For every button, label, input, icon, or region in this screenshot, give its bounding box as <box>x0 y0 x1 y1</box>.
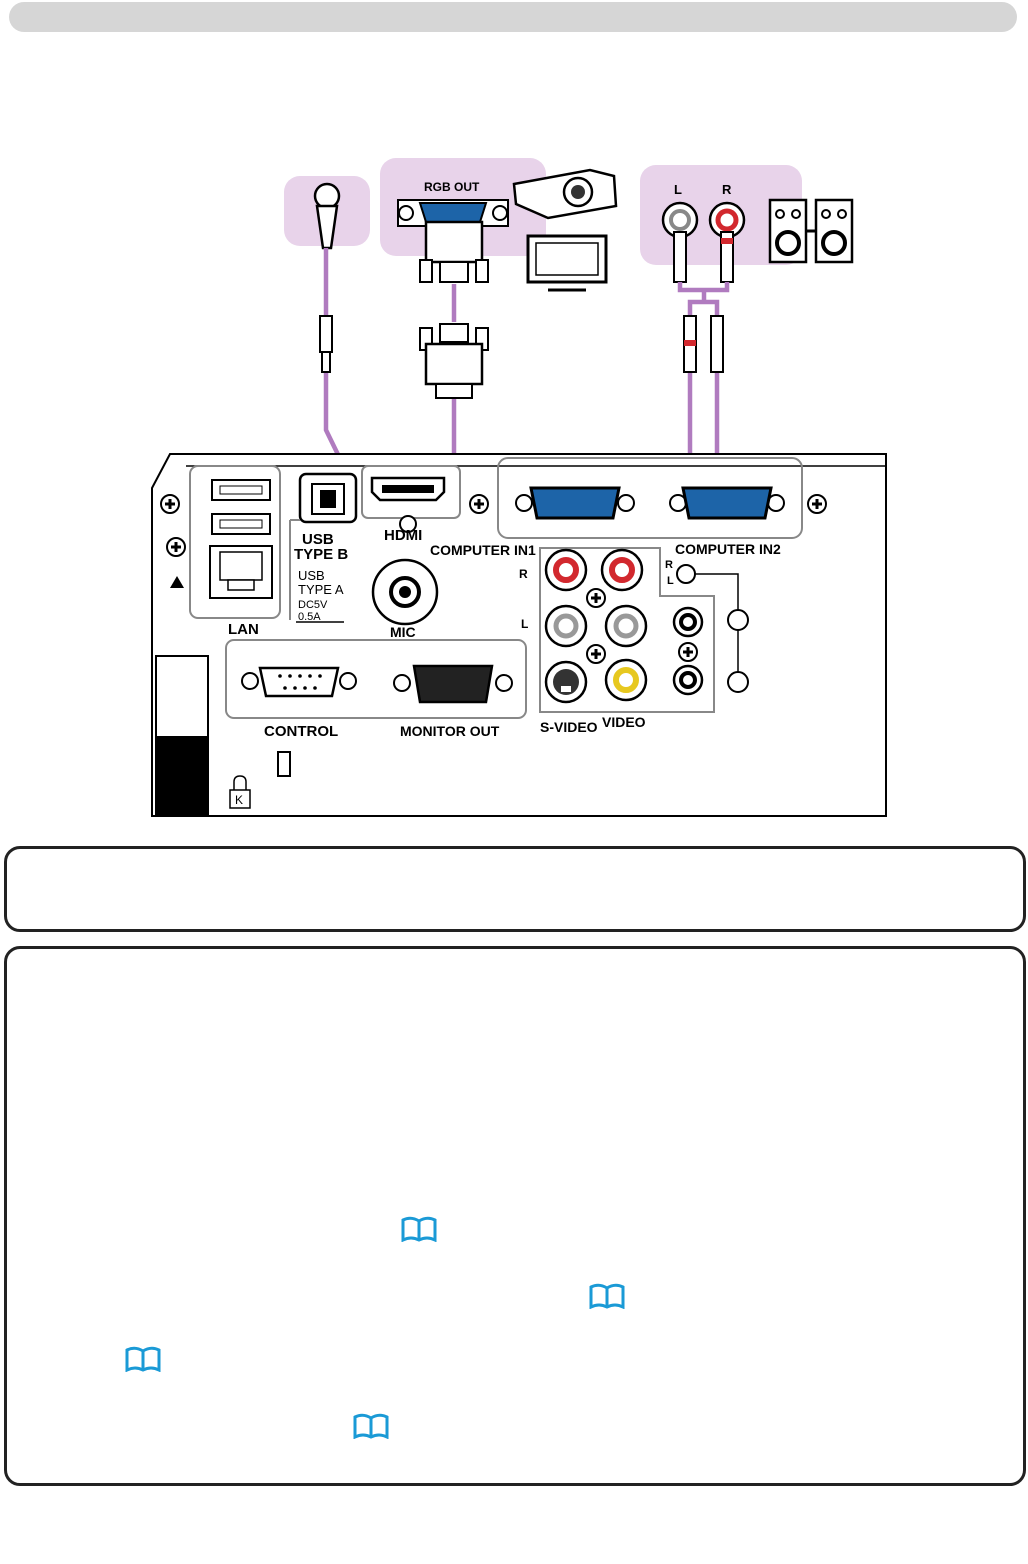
s-video-label: S-VIDEO <box>540 719 598 735</box>
control-port <box>241 666 357 698</box>
monitor-out-label: MONITOR OUT <box>400 723 500 739</box>
rca-plugs <box>683 315 724 373</box>
mic-jack <box>371 558 439 626</box>
header-bar <box>9 2 1017 32</box>
book-reference-icon[interactable] <box>589 1283 625 1309</box>
video-port <box>604 658 648 702</box>
audio-l-label: L <box>674 182 682 197</box>
usb-type-b-label: USB TYPE B <box>294 531 348 563</box>
mic-label: MIC <box>390 624 416 640</box>
audio-in2-l-label: L <box>667 575 674 587</box>
microphone-icon <box>313 182 341 250</box>
video-label: VIDEO <box>602 714 646 730</box>
notes-box <box>4 946 1026 1486</box>
rgb-out-label: RGB OUT <box>424 180 480 194</box>
lan-label: LAN <box>228 621 259 638</box>
computer-in1-label: COMPUTER IN1 <box>430 542 536 558</box>
monitor-icon <box>526 234 608 292</box>
audio-in2-jacks <box>676 564 749 693</box>
computer-in2-port <box>669 486 828 520</box>
computer-in2-label: COMPUTER IN2 <box>675 541 781 557</box>
audio-in-jacks <box>544 548 704 696</box>
connection-diagram: RGB OUT L R <box>151 158 887 817</box>
book-reference-icon[interactable] <box>401 1216 437 1242</box>
hdmi-label: HDMI <box>384 527 422 544</box>
audio-r-label: R <box>722 182 732 197</box>
audio-in2-r-label: R <box>665 559 673 571</box>
projector-rear-panel: K <box>151 453 887 817</box>
control-label: CONTROL <box>264 723 338 740</box>
vga-plug-bottom <box>419 323 489 399</box>
kensington-lock-icon: K <box>229 775 251 809</box>
audio-in-l-label: L <box>521 617 528 631</box>
rgb-out-port <box>397 199 509 227</box>
svg-text:K: K <box>235 793 243 807</box>
usb-type-a-label: USB TYPE A DC5V 0.5A <box>298 568 346 623</box>
mini-plug <box>319 315 333 373</box>
monitor-out-port <box>393 664 513 704</box>
audio-out-jacks <box>661 201 746 283</box>
speakers-icon <box>768 198 854 264</box>
lan-port <box>209 545 273 599</box>
note-box <box>4 846 1026 932</box>
usb-type-b-port <box>298 472 358 524</box>
usb-type-a-ports <box>211 479 271 535</box>
computer-in1-port <box>468 486 635 520</box>
audio-in-r-label: R <box>519 567 528 581</box>
projector-icon <box>512 168 618 220</box>
s-video-port <box>544 660 588 704</box>
book-reference-icon[interactable] <box>125 1346 161 1372</box>
hdmi-port <box>370 476 446 533</box>
book-reference-icon[interactable] <box>353 1413 389 1439</box>
vga-plug-top <box>419 220 489 283</box>
